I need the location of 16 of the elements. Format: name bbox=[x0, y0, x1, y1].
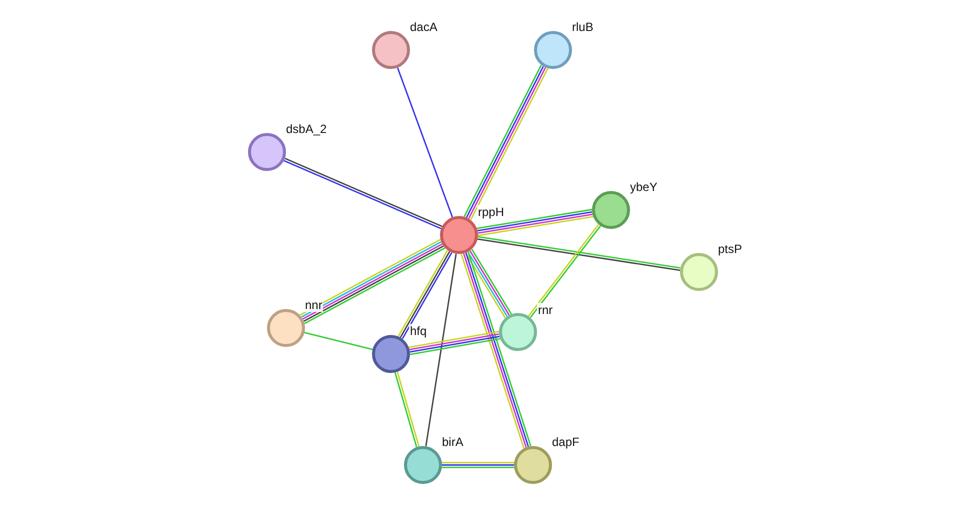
node-label: dacA bbox=[409, 20, 438, 34]
node-label: dapF bbox=[551, 435, 580, 449]
interaction-line bbox=[442, 466, 514, 468]
interaction-line bbox=[425, 254, 457, 446]
node-label: rnr bbox=[537, 303, 554, 317]
node-label: rluB bbox=[571, 20, 594, 34]
node-label: birA bbox=[441, 435, 464, 449]
interaction-line bbox=[396, 68, 454, 218]
node-label: ybeY bbox=[629, 180, 658, 194]
interaction-line bbox=[304, 332, 373, 350]
node-label: rppH bbox=[477, 205, 506, 219]
node-label: dsbA_2 bbox=[285, 122, 328, 136]
node-label: ptsP bbox=[717, 242, 744, 256]
interaction-line bbox=[442, 462, 514, 464]
node-label: hfq bbox=[409, 324, 428, 338]
interaction-line bbox=[442, 464, 514, 466]
